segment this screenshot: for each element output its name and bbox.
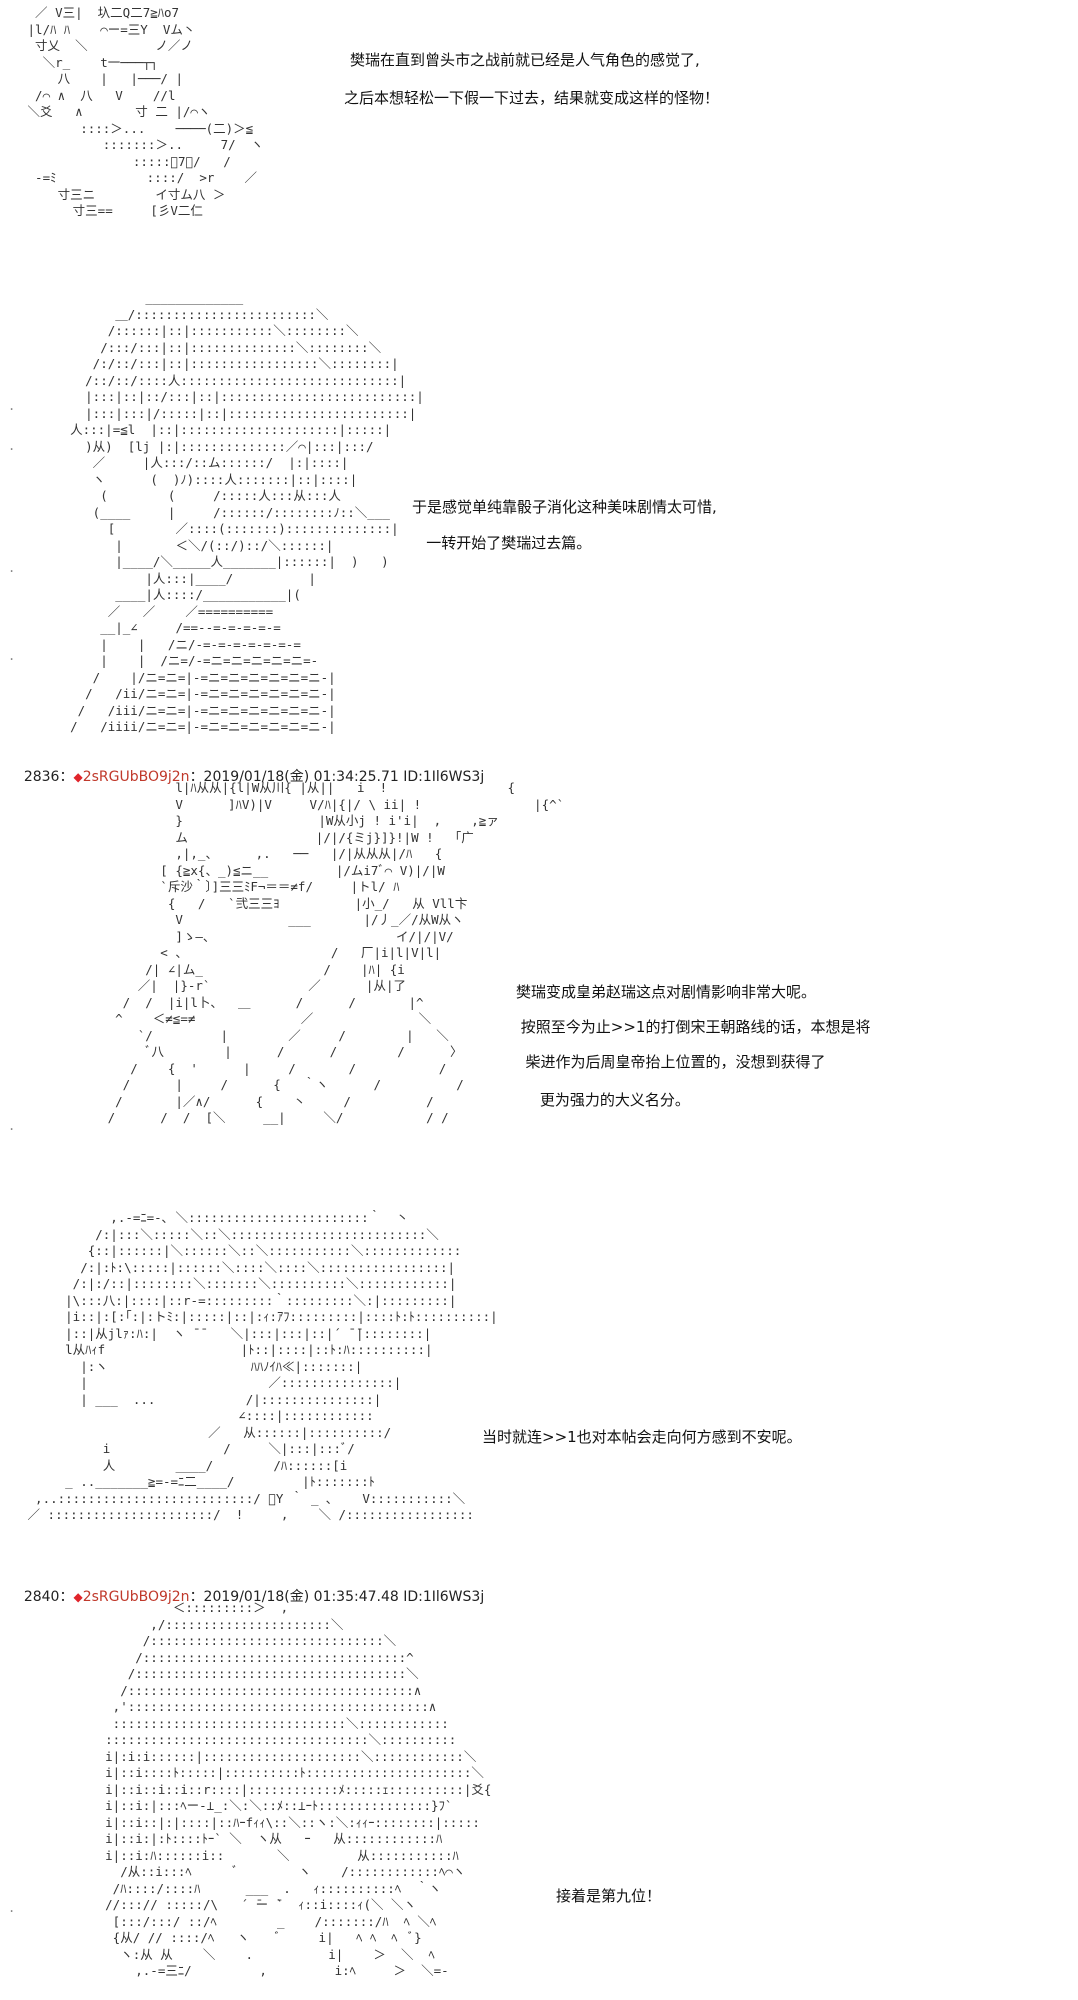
narration-3-line-2: 按照至今为止>>1的打倒宋王朝路线的话，本想是将 (516, 1018, 871, 1036)
ascii-art-character-5: ＜:::::::::＞ , ,/::::::::::::::::::::::＼ … (105, 1600, 492, 1978)
narration-2-line-2: 一转开始了樊瑞过去篇。 (412, 534, 592, 552)
ascii-art-character-4: ,.-=ﾆ=-､ ＼::::::::::::::::::::::::｀ 丶 /:… (27, 1210, 498, 1522)
narration-1-line-2: 之后本想轻松一下假一下过去，结果就变成这样的怪物！ (344, 89, 720, 107)
trip-diamond-icon: ◆ (73, 1590, 83, 1604)
poster-trip-link[interactable]: 2sRGUbBO9j2n (82, 1589, 190, 1605)
narration-2-line-1: 于是感觉单纯靠骰子消化这种美味剧情太可惜, (412, 498, 717, 516)
post-number: 2836 (23, 769, 60, 785)
narration-3-line-4: 更为强力的大义名分。 (516, 1091, 690, 1109)
ascii-art-character-1: ／ V三| 圦二Q二7≧ﾊo7 |l/ﾊ ﾊ ⌒ー=三Y Vム丶 寸乂 ＼ ノ／… (27, 5, 264, 218)
edge-mark: . (8, 439, 16, 453)
post-meta: ：2019/01/18(金) 01:34:25.71 ID:1Il6WS3j (189, 769, 485, 785)
post-meta: ：2019/01/18(金) 01:35:47.48 ID:1Il6WS3j (189, 1589, 485, 1605)
narration-3-line-3: 柴进作为后周皇帝抬上位置的，没想到获得了 (516, 1053, 826, 1071)
edge-mark: . (8, 1901, 16, 1915)
post-number: 2840 (23, 1589, 60, 1605)
edge-mark: . (8, 399, 16, 413)
ascii-art-character-2: _____________ ＿/::::::::::::::::::::::::… (70, 290, 424, 734)
narration-1-line-1: 樊瑞在直到曾头市之战前就已经是人气角色的感觉了, (350, 51, 700, 69)
trip-diamond-icon: ◆ (73, 770, 83, 784)
edge-mark: . (8, 649, 16, 663)
narration-5-line-1: 接着是第九位！ (556, 1887, 662, 1905)
post-separator: ： (59, 1589, 74, 1605)
post-header-2836: 2836：◆2sRGUbBO9j2n：2019/01/18(金) 01:34:2… (6, 750, 484, 804)
narration-3-line-1: 樊瑞变成皇弟赵瑞这点对剧情影响非常大呢。 (516, 983, 817, 1001)
narration-4-line-1: 当时就连>>1也对本帖会走向何方感到不安呢。 (482, 1428, 802, 1446)
edge-mark: . (8, 561, 16, 575)
poster-trip-link[interactable]: 2sRGUbBO9j2n (82, 769, 190, 785)
edge-mark: . (8, 1119, 16, 1133)
post-separator: ： (59, 769, 74, 785)
post-header-2840: 2840：◆2sRGUbBO9j2n：2019/01/18(金) 01:35:4… (6, 1570, 484, 1624)
ascii-art-character-3: l|ﾊ从从|{l|W从川{ |从|| i ! { V ]ﾊV)|V V/ﾊ|{|… (107, 780, 565, 1125)
